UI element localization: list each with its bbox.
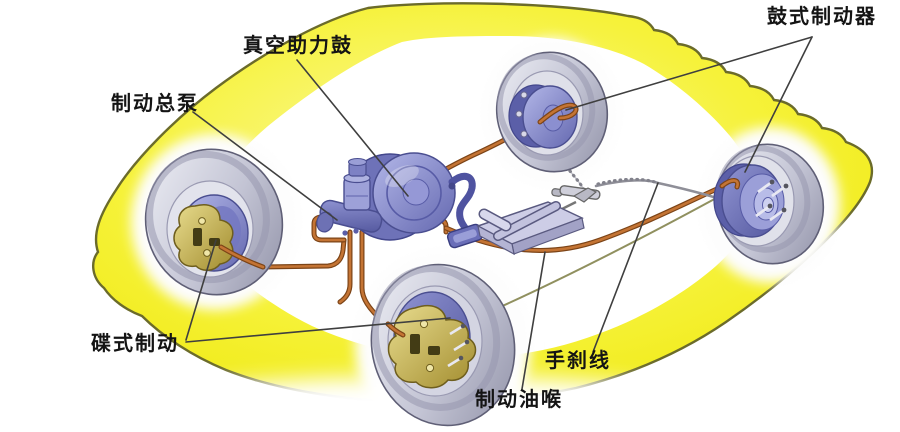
wheel-front-right — [370, 263, 516, 427]
handbrake-lever — [476, 201, 585, 256]
rocker-edge — [497, 183, 743, 309]
handbrake-cable — [547, 136, 742, 216]
wheel-studs — [755, 180, 787, 222]
brake-pedal — [446, 172, 484, 249]
leader-drum-brake-left — [565, 36, 813, 111]
label-master-cylinder: 制动总泵 — [111, 93, 199, 115]
leader-master-cylinder — [192, 111, 338, 221]
label-brake-hose: 制动油喉 — [475, 389, 563, 411]
lever-grip — [480, 210, 510, 230]
label-disc-brake: 碟式制动 — [91, 333, 179, 355]
wheel-studs — [447, 324, 468, 368]
leader-vacuum-booster — [296, 59, 409, 197]
brake-caliper-front-left — [173, 204, 234, 271]
leader-disc-brake-right — [185, 317, 451, 343]
leader-handbrake-cable — [592, 182, 659, 353]
leader-disc-brake-left — [185, 239, 217, 341]
leader-drum-brake-right — [744, 36, 813, 173]
cable-fork — [572, 187, 598, 203]
leader-lines — [185, 36, 813, 390]
wheel-rear-right — [713, 143, 825, 265]
leader-brake-hose — [521, 251, 546, 390]
wheel-rear-left — [495, 51, 609, 173]
label-vacuum-booster: 真空助力鼓 — [243, 35, 353, 57]
label-handbrake-cable: 手刹线 — [545, 350, 611, 372]
label-drum-brake: 鼓式制动器 — [767, 6, 877, 28]
wheel-front-left — [144, 148, 284, 296]
